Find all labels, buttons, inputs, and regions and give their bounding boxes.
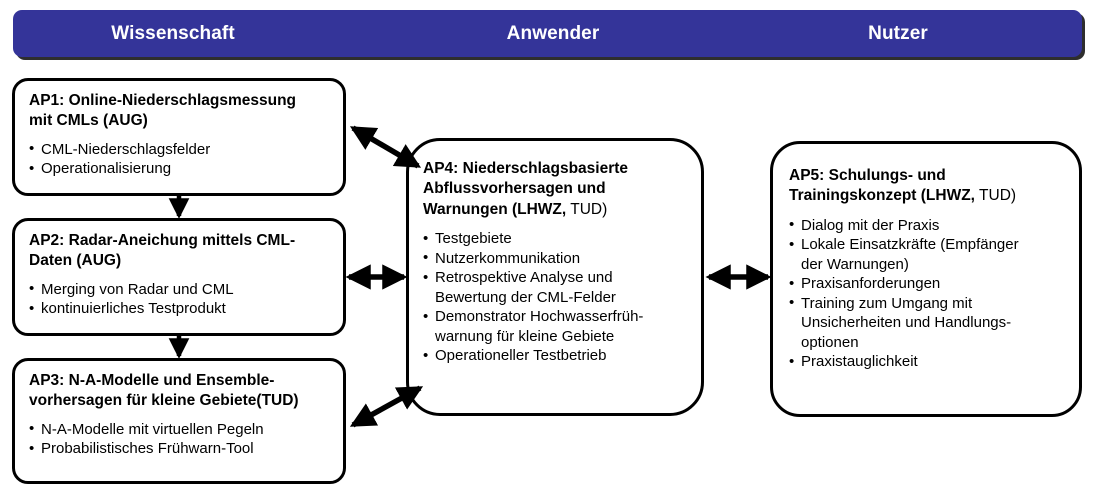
- header-band: Wissenschaft Anwender Nutzer: [13, 10, 1082, 57]
- box-ap5[interactable]: AP5: Schulungs- und Trainingskonzept (LH…: [770, 141, 1082, 417]
- box-ap2-bullet-list: Merging von Radar und CML kontinuierlich…: [29, 279, 333, 319]
- box-ap5-bullet-list: Dialog mit der Praxis Lokale Einsatzkräf…: [789, 215, 1067, 372]
- list-item: Merging von Radar und CML: [29, 279, 333, 300]
- list-item: N-A-Modelle mit virtuellen Pegeln: [29, 419, 333, 440]
- box-ap5-title-bold: AP5: Schulungs- und Trainingskonzept (LH…: [789, 167, 975, 205]
- box-ap4-title-bold: AP4: Niederschlagsbasierte Abflussvorher…: [423, 160, 629, 218]
- list-item: Nutzerkommunikation: [423, 248, 689, 269]
- list-item: Operationeller Testbetrieb: [423, 346, 689, 366]
- header-column-wissenschaft: Wissenschaft: [111, 23, 235, 44]
- list-item: Operationalisierung: [29, 159, 333, 179]
- box-ap1-bullet-list: CML-Niederschlagsfelder Operationalisier…: [29, 139, 333, 179]
- list-item: Testgebiete: [423, 229, 689, 249]
- box-ap4-title: AP4: Niederschlagsbasierte Abflussvorher…: [423, 159, 689, 220]
- box-ap2-title: AP2: Radar-Aneichung mittels CML- Daten …: [29, 232, 296, 270]
- list-item: Demonstrator Hochwasserfrüh- warnung für…: [423, 307, 689, 346]
- list-item: Praxistauglichkeit: [789, 352, 1067, 372]
- box-ap3-title: AP3: N-A-Modelle und Ensemble- vorhersag…: [29, 372, 299, 410]
- list-item: Dialog mit der Praxis: [789, 215, 1067, 236]
- list-item: Probabilistisches Frühwarn-Tool: [29, 439, 333, 459]
- list-item: CML-Niederschlagsfelder: [29, 139, 333, 160]
- list-item: Lokale Einsatzkräfte (Empfänger der Warn…: [789, 235, 1067, 274]
- header-column-nutzer: Nutzer: [868, 23, 928, 44]
- box-ap3-bullet-list: N-A-Modelle mit virtuellen Pegeln Probab…: [29, 419, 333, 459]
- list-item: kontinuierliches Testprodukt: [29, 299, 333, 319]
- box-ap3[interactable]: AP3: N-A-Modelle und Ensemble- vorhersag…: [12, 358, 346, 484]
- box-ap5-title-partner: TUD): [975, 187, 1017, 205]
- list-item: Retrospektive Analyse und Bewertung der …: [423, 268, 689, 307]
- box-ap4-title-partner: TUD): [566, 200, 608, 218]
- box-ap5-title: AP5: Schulungs- und Trainingskonzept (LH…: [789, 166, 1067, 207]
- box-ap1-title: AP1: Online-Niederschlagsmessung mit CML…: [29, 92, 297, 130]
- list-item: Training zum Umgang mit Unsicherheiten u…: [789, 293, 1067, 353]
- box-ap1[interactable]: AP1: Online-Niederschlagsmessung mit CML…: [12, 78, 346, 196]
- header-column-anwender: Anwender: [506, 23, 600, 44]
- box-ap4-bullet-list: Testgebiete Nutzerkommunikation Retrospe…: [423, 229, 689, 366]
- box-ap4[interactable]: AP4: Niederschlagsbasierte Abflussvorher…: [406, 138, 704, 416]
- box-ap2[interactable]: AP2: Radar-Aneichung mittels CML- Daten …: [12, 218, 346, 336]
- list-item: Praxisanforderungen: [789, 274, 1067, 294]
